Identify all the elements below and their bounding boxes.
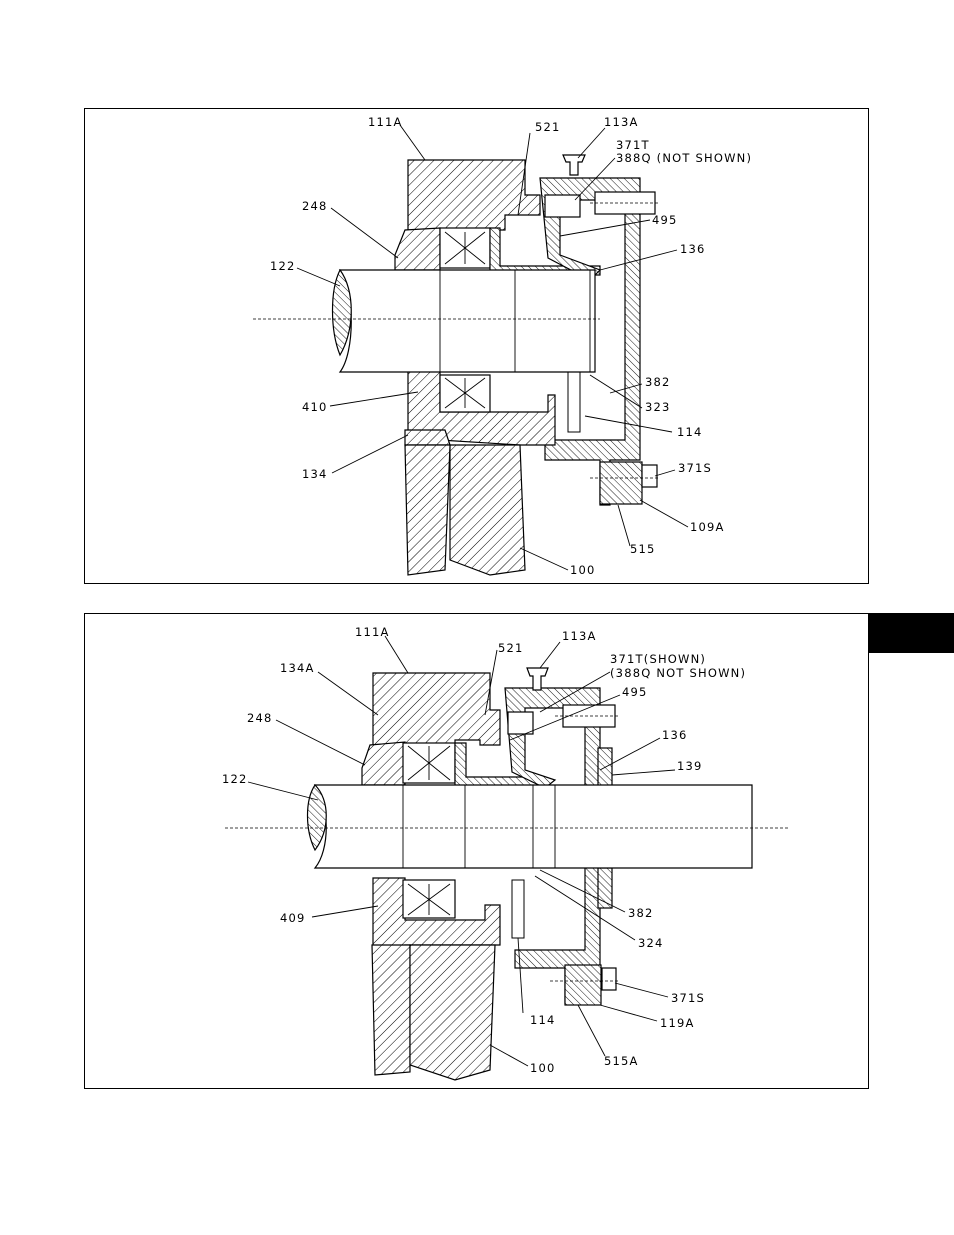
bottom-diagram-frame [84,613,869,1089]
top-diagram-frame [84,108,869,584]
section-tab-marker [869,613,954,653]
